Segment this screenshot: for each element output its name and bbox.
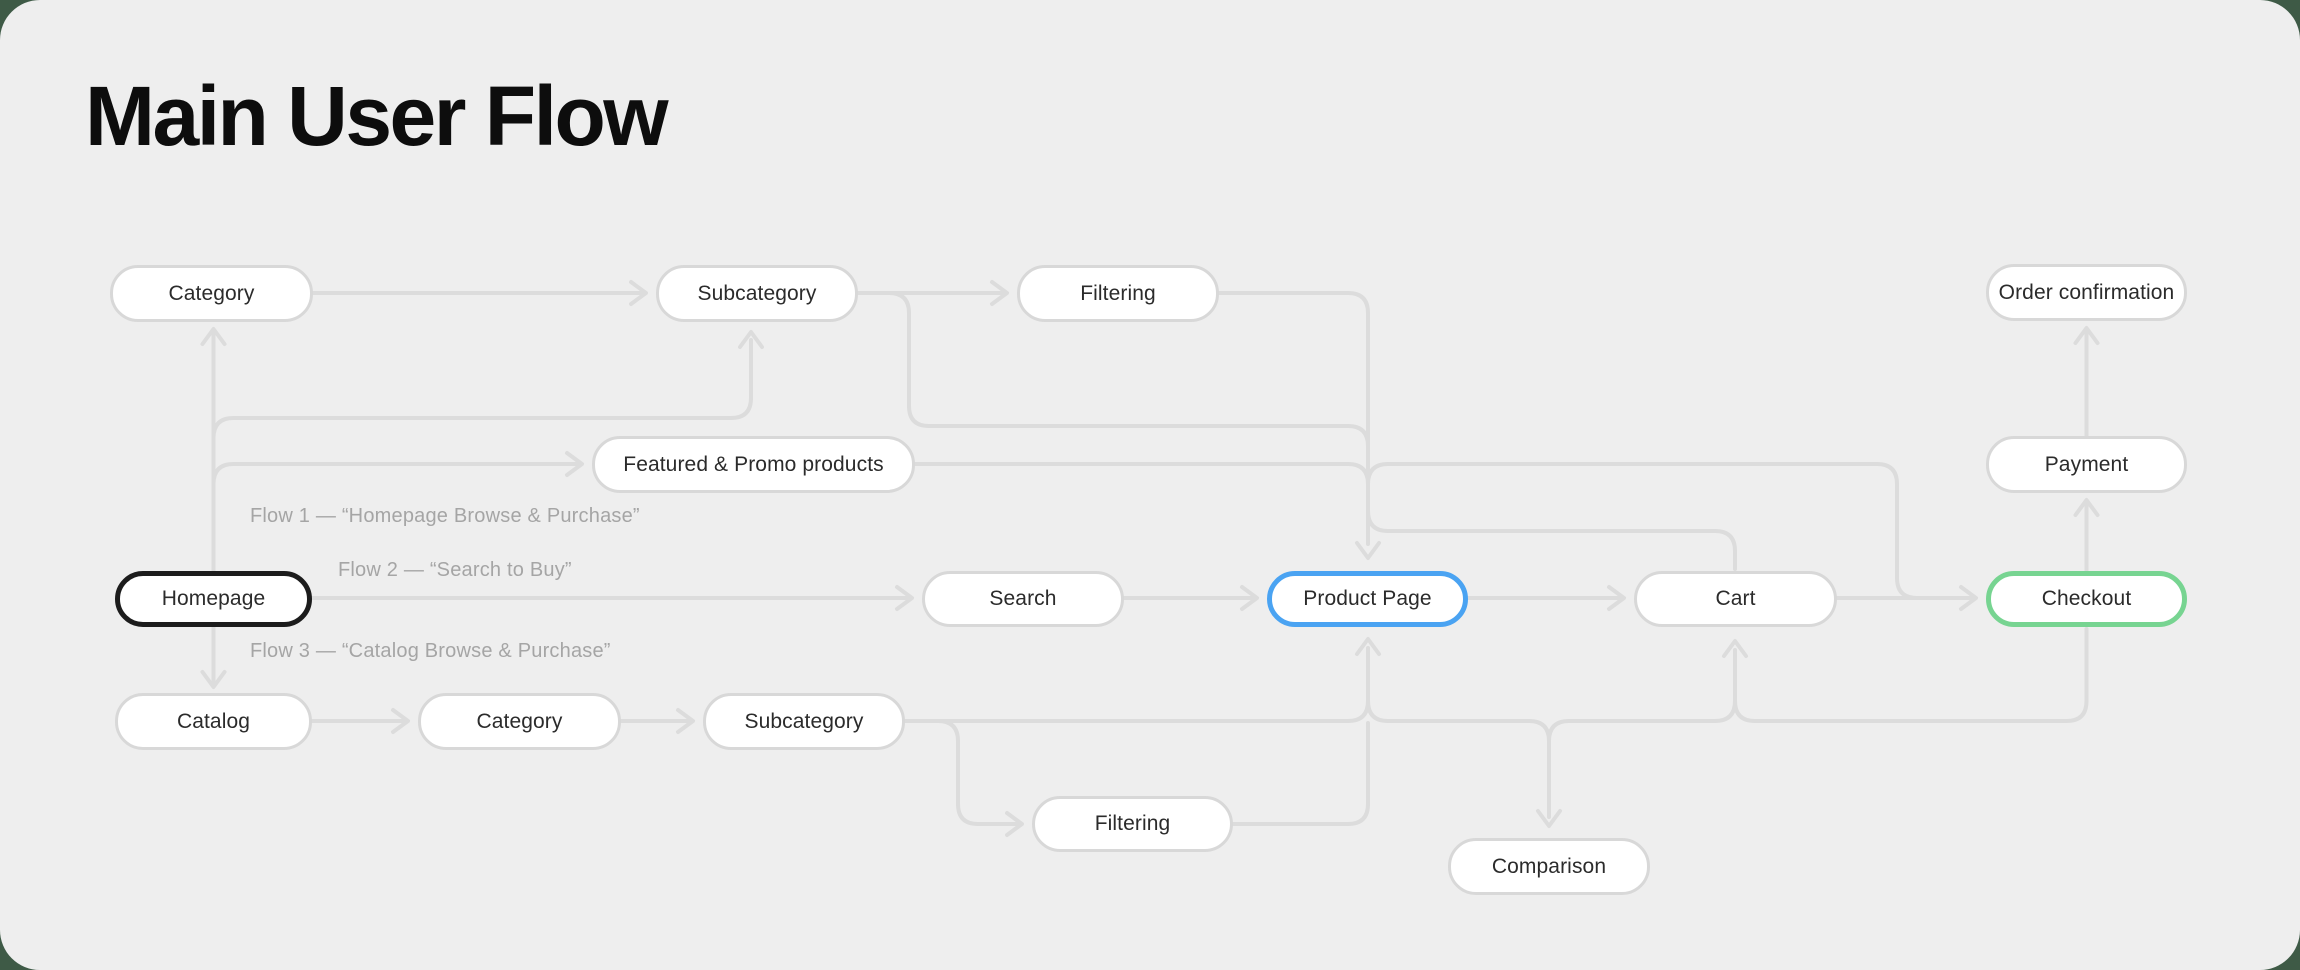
arrowhead-icon — [200, 670, 227, 689]
edge-subcategory-2-to-cart — [1547, 648, 1737, 743]
arrowhead-icon — [1005, 811, 1024, 837]
node-payment[interactable]: Payment — [1986, 436, 2187, 493]
edge-subcategory-2-to-comparison — [1366, 699, 1551, 819]
node-label: Subcategory — [744, 709, 864, 733]
node-comparison[interactable]: Comparison — [1448, 838, 1650, 895]
edge-filtering-2-to-product-page — [1231, 721, 1370, 826]
node-subcategory-2[interactable]: Subcategory — [703, 693, 905, 750]
flow-3-label: Flow 3 — “Catalog Browse & Purchase” — [250, 640, 611, 662]
edge-homepage-to-featured-promo — [211, 462, 580, 486]
arrowhead-icon — [1355, 637, 1381, 656]
node-label: Order confirmation — [1998, 280, 2175, 304]
node-category-1[interactable]: Category — [110, 265, 313, 322]
node-filtering-2[interactable]: Filtering — [1032, 796, 1233, 852]
arrowhead-icon — [738, 330, 764, 349]
page-title: Main User Flow — [85, 69, 669, 163]
edge-subcategory-2-to-product-page — [903, 646, 1370, 723]
arrowhead-icon — [2073, 498, 2100, 517]
flow-1-label: Flow 1 — “Homepage Browse & Purchase” — [250, 505, 640, 527]
node-label: Filtering — [1080, 281, 1156, 305]
edge-homepage-to-subcategory-1 — [211, 338, 753, 440]
edge-subcategory-2-to-filtering-2 — [936, 719, 1020, 826]
node-checkout[interactable]: Checkout — [1986, 571, 2187, 627]
node-category-2[interactable]: Category — [418, 693, 621, 750]
node-label: Homepage — [161, 587, 266, 610]
edge-subcategory-2-to-checkout — [1733, 627, 2089, 723]
arrowhead-icon — [1355, 541, 1381, 560]
arrowhead-icon — [1959, 585, 1978, 611]
arrowhead-icon — [629, 280, 648, 306]
arrowhead-icon — [391, 708, 410, 734]
arrowhead-icon — [895, 585, 914, 611]
node-featured-promo[interactable]: Featured & Promo products — [592, 436, 915, 493]
node-label: Category — [168, 281, 255, 305]
arrowhead-icon — [990, 280, 1009, 306]
edge-filtering-1-to-product-page — [1217, 291, 1370, 546]
node-order-confirmation[interactable]: Order confirmation — [1986, 264, 2187, 321]
node-catalog[interactable]: Catalog — [115, 693, 312, 750]
arrowhead-icon — [1607, 585, 1626, 611]
edge-featured-promo-to-cart — [1366, 509, 1737, 571]
arrowhead-icon — [2073, 326, 2100, 345]
edge-featured-promo-to-checkout — [1366, 462, 1947, 600]
flow-2-label: Flow 2 — “Search to Buy” — [338, 559, 572, 581]
node-label: Subcategory — [697, 281, 817, 305]
edge-subcategory-1-to-product-page — [887, 291, 1370, 448]
node-search[interactable]: Search — [922, 571, 1124, 627]
node-label: Checkout — [2041, 587, 2132, 610]
arrowhead-icon — [676, 708, 695, 734]
node-label: Product Page — [1303, 587, 1432, 610]
node-label: Cart — [1715, 587, 1756, 610]
edge-featured-promo-to-product-page — [913, 462, 1370, 486]
node-label: Payment — [2044, 452, 2129, 476]
arrowhead-icon — [1536, 809, 1562, 828]
node-cart[interactable]: Cart — [1634, 571, 1837, 627]
node-label: Comparison — [1491, 854, 1607, 878]
node-label: Search — [989, 587, 1057, 610]
node-label: Featured & Promo products — [623, 452, 884, 476]
arrowhead-icon — [200, 327, 227, 346]
arrowhead-icon — [1240, 585, 1259, 611]
arrowhead-icon — [1722, 639, 1748, 658]
node-filtering-1[interactable]: Filtering — [1017, 265, 1219, 322]
node-label: Filtering — [1094, 812, 1171, 835]
node-label: Category — [476, 709, 563, 733]
arrowhead-icon — [565, 451, 584, 477]
node-product-page[interactable]: Product Page — [1267, 571, 1468, 627]
node-homepage[interactable]: Homepage — [115, 571, 312, 627]
node-subcategory-1[interactable]: Subcategory — [656, 265, 858, 322]
node-label: Catalog — [176, 709, 251, 733]
